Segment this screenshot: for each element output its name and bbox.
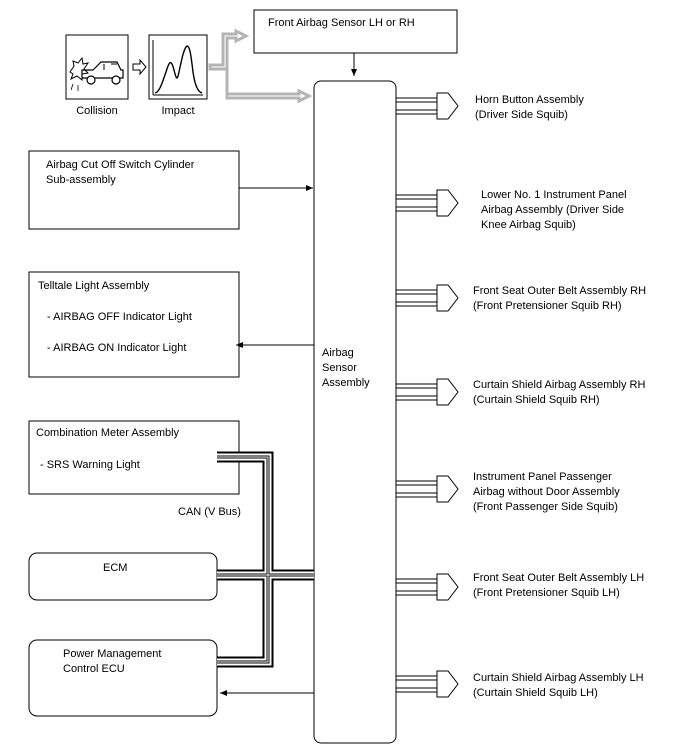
impact-signal-arrows — [208, 28, 313, 104]
combination-meter-box — [28, 420, 240, 495]
collision-label: Collision — [76, 105, 118, 117]
squib-label-line: Airbag Assembly (Driver Side — [481, 204, 625, 216]
combination-meter-title: Combination Meter Assembly — [36, 427, 180, 439]
squib-connector-icon — [396, 573, 459, 601]
squib-connector-icon — [396, 284, 459, 312]
squib-label-line: Airbag without Door Assembly — [473, 486, 620, 498]
squib-label-passenger-airbag: Instrument Panel Passenger Airbag withou… — [473, 470, 620, 515]
squib-label-line: (Driver Side Squib) — [475, 109, 568, 121]
squib-label-line: Horn Button Assembly — [475, 94, 584, 106]
collision-icon — [65, 34, 129, 100]
airbag-sensor-label-line: Airbag — [322, 347, 354, 359]
cutoff-switch-box — [28, 150, 240, 230]
squib-label-line: Lower No. 1 Instrument Panel — [481, 189, 627, 201]
squib-label-line: Curtain Shield Airbag Assembly LH — [473, 672, 644, 684]
squib-label-curtain-rh: Curtain Shield Airbag Assembly RH (Curta… — [473, 378, 645, 408]
srs-warning-light-item: - SRS Warning Light — [40, 459, 140, 471]
squib-label-line: Knee Airbag Squib) — [481, 219, 576, 231]
can-bus-label: CAN (V Bus) — [178, 506, 241, 518]
airbag-sensor-label-line: Assembly — [322, 377, 370, 389]
ecm-label: ECM — [103, 562, 128, 574]
squib-label-line: Curtain Shield Airbag Assembly RH — [473, 379, 646, 391]
impact-label: Impact — [161, 105, 195, 117]
telltale-box — [28, 271, 240, 378]
power-ecu-box — [28, 639, 218, 717]
squib-label-line: (Curtain Shield Squib LH) — [473, 687, 598, 699]
telltale-airbag-off-item: - AIRBAG OFF Indicator Light — [47, 311, 192, 323]
airbag-sensor-label: Airbag Sensor Assembly — [322, 346, 370, 391]
squib-connector-icon — [396, 475, 459, 503]
squib-label-line: (Curtain Shield Squib RH) — [473, 394, 600, 406]
squib-label-line: (Front Pretensioner Squib RH) — [473, 300, 622, 312]
squib-connector-icon — [396, 189, 459, 217]
power-ecu-label-line1: Power Management — [63, 648, 162, 660]
squib-label-knee-airbag: Lower No. 1 Instrument Panel Airbag Asse… — [481, 188, 627, 233]
airbag-sensor-label-line: Sensor — [322, 362, 357, 374]
squib-label-curtain-lh: Curtain Shield Airbag Assembly LH (Curta… — [473, 671, 644, 701]
squib-connector-icon — [396, 670, 459, 698]
squib-label-line: (Front Passenger Side Squib) — [473, 501, 618, 513]
impact-graph-icon — [148, 34, 208, 100]
squib-label-line: Instrument Panel Passenger — [473, 471, 612, 483]
squib-label-horn-button: Horn Button Assembly (Driver Side Squib) — [475, 93, 584, 123]
squib-label-line: Front Seat Outer Belt Assembly RH — [473, 285, 647, 297]
squib-connector-icon — [396, 92, 459, 120]
front-sensor-box — [253, 9, 458, 54]
squib-connectors — [396, 92, 459, 698]
squib-label-line: Front Seat Outer Belt Assembly LH — [473, 572, 645, 584]
telltale-airbag-on-item: - AIRBAG ON Indicator Light — [47, 342, 187, 354]
squib-label-line: (Front Pretensioner Squib LH) — [473, 587, 620, 599]
front-sensor-label: Front Airbag Sensor LH or RH — [268, 17, 415, 29]
cutoff-switch-label-line2: Sub-assembly — [46, 174, 116, 186]
squib-label-pretensioner-rh: Front Seat Outer Belt Assembly RH (Front… — [473, 284, 646, 314]
telltale-title: Telltale Light Assembly — [38, 280, 150, 292]
collision-to-impact-arrow — [132, 58, 147, 76]
can-bus — [217, 451, 314, 668]
airbag-sensor-box — [313, 80, 397, 744]
squib-connector-icon — [396, 378, 459, 406]
cutoff-switch-label-line1: Airbag Cut Off Switch Cylinder — [46, 159, 195, 171]
power-ecu-label-line2: Control ECU — [63, 663, 125, 675]
squib-label-pretensioner-lh: Front Seat Outer Belt Assembly LH (Front… — [473, 571, 644, 601]
